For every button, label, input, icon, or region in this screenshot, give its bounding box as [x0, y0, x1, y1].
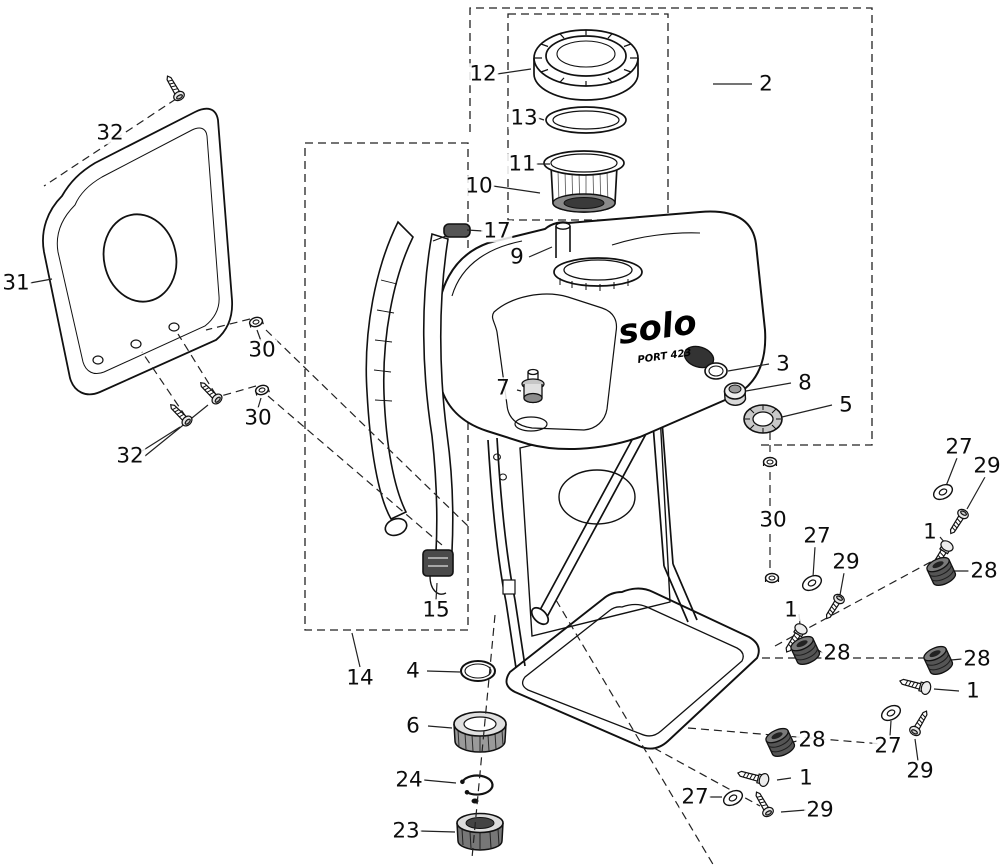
- part-callout-24: 24: [393, 767, 425, 793]
- part-callout-29: 29: [804, 797, 836, 823]
- part-callout-29: 29: [904, 758, 936, 784]
- part-callout-1: 1: [964, 678, 982, 704]
- part-callout-5: 5: [837, 392, 855, 418]
- part-callout-9: 9: [508, 244, 526, 270]
- outlet-parts-illustration: [453, 660, 507, 851]
- part-callout-28: 28: [968, 558, 1000, 584]
- part-callout-28: 28: [961, 646, 993, 672]
- valve-part-7-illustration: [521, 368, 545, 404]
- part-callout-27: 27: [943, 434, 975, 460]
- part-callout-1: 1: [782, 597, 800, 623]
- part-callout-15: 15: [420, 597, 452, 623]
- part-callout-28: 28: [821, 640, 853, 666]
- carrying-straps-illustration: [365, 220, 471, 595]
- part-callout-30: 30: [246, 337, 278, 363]
- callout-leader-lines: [29, 68, 986, 833]
- part-callout-29: 29: [971, 455, 1000, 477]
- backplate-illustration: [42, 107, 233, 396]
- part-callout-7: 7: [494, 375, 512, 401]
- part-callout-11: 11: [506, 151, 538, 177]
- part-callout-8: 8: [796, 370, 814, 396]
- part-callout-28: 28: [796, 727, 828, 753]
- assembly-boundary-boxes: [304, 7, 873, 631]
- part-callout-13: 13: [508, 105, 540, 131]
- strainer-illustration: [543, 150, 625, 213]
- part-callout-1: 1: [797, 765, 815, 791]
- part-callout-14: 14: [344, 665, 376, 691]
- fittings-illustration: [704, 362, 783, 434]
- part-callout-27: 27: [872, 733, 904, 759]
- part-callout-30: 30: [242, 405, 274, 431]
- tank-cap-illustration: [533, 29, 639, 101]
- part-callout-2: 2: [757, 71, 775, 97]
- part-callout-12: 12: [467, 61, 499, 87]
- part-callout-30: 30: [757, 507, 789, 533]
- strap-clip-part-17: [443, 223, 471, 238]
- part-callout-27: 27: [801, 523, 833, 549]
- part-callout-31: 31: [0, 270, 32, 296]
- part-callout-4: 4: [404, 658, 422, 684]
- part-callout-17: 17: [481, 218, 513, 244]
- part-callout-27: 27: [679, 784, 711, 810]
- part-callout-3: 3: [774, 351, 792, 377]
- gasket-illustration: [545, 106, 627, 134]
- part-callout-1: 1: [921, 519, 939, 545]
- part-callout-23: 23: [390, 818, 422, 844]
- part-callout-32: 32: [114, 443, 146, 469]
- tank-body-illustration: solo PORT 423: [436, 210, 767, 450]
- part-callout-10: 10: [463, 173, 495, 199]
- part-callout-29: 29: [830, 549, 862, 575]
- part-callout-32: 32: [94, 120, 126, 146]
- part-callout-6: 6: [404, 713, 422, 739]
